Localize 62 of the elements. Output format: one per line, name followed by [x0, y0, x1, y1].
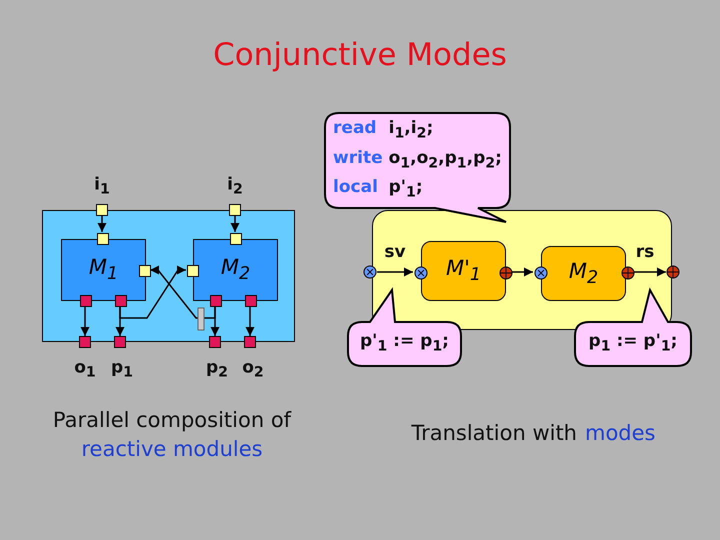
input-port [229, 204, 241, 216]
module-name: M$_{1}$ [88, 255, 118, 285]
input-port [97, 233, 109, 245]
port-label: sv [384, 242, 406, 262]
variable-list: o$_{1}$,o$_{2}$,p$_{1}$,p$_{2}$; [388, 146, 502, 176]
output-port [114, 336, 126, 348]
variable-list: i$_{1}$,i$_{2}$; [388, 116, 502, 146]
module-name: M$_{2}$ [568, 258, 598, 288]
exit-point-icon [621, 266, 635, 280]
arrow [634, 268, 666, 276]
speech-bubble-tooltip [325, 113, 512, 224]
caption-text: modes [585, 421, 656, 445]
port-label: o$_{1}$ [74, 357, 96, 381]
keyword: local [333, 176, 379, 200]
port-label: p$_{2}$ [206, 357, 228, 381]
variable-list: p'$_{1}$; [388, 175, 502, 205]
caption-text: Translation with [411, 421, 577, 445]
arrow [246, 306, 254, 336]
mode-box [421, 241, 506, 301]
title: Conjunctive Modes [213, 37, 507, 73]
arrow [98, 216, 106, 232]
output-port [210, 295, 222, 307]
input-port [96, 204, 108, 216]
arrow [119, 266, 186, 319]
port-label: i$_{1}$ [94, 174, 110, 198]
exit-point-icon [499, 266, 513, 280]
speech-bubble-tooltip [575, 288, 692, 367]
module-composition-box [42, 210, 295, 342]
module-name: M'$_{1}$ [446, 256, 482, 286]
port-label: rs [636, 242, 654, 262]
output-port [79, 336, 91, 348]
input-port [230, 233, 242, 245]
output-port [80, 295, 92, 307]
port-label: i$_{2}$ [227, 174, 243, 198]
caption-text: reactive modules [81, 437, 263, 461]
arrow [230, 216, 240, 232]
output-port [244, 336, 256, 348]
mode-box [541, 246, 626, 301]
output-port [209, 336, 221, 348]
entry-point-icon [363, 265, 377, 279]
arrow [512, 268, 533, 276]
module-box [193, 239, 278, 301]
assignment-text: p'$_{1}$ := p$_{1}$; [360, 330, 449, 357]
module-box [61, 239, 146, 301]
keyword: read [333, 117, 378, 140]
port-label: o$_{2}$ [242, 357, 264, 381]
input-port [139, 265, 151, 277]
entry-point-icon [534, 266, 548, 280]
arrow [377, 268, 413, 276]
speech-bubble-tooltip [348, 288, 462, 367]
output-port [115, 295, 127, 307]
exit-point-icon [666, 265, 680, 279]
port-label: p$_{1}$ [110, 357, 134, 381]
input-port [187, 265, 199, 277]
output-port [245, 295, 257, 307]
caption-text: Parallel composition of [52, 408, 292, 432]
keyword: write [333, 146, 383, 170]
module-name: M$_{2}$ [220, 255, 250, 285]
arrow [150, 266, 216, 319]
assignment-text: p$_{1}$ := p'$_{1}$; [588, 330, 678, 357]
entry-point-icon [414, 266, 428, 280]
arrow [80, 306, 90, 336]
